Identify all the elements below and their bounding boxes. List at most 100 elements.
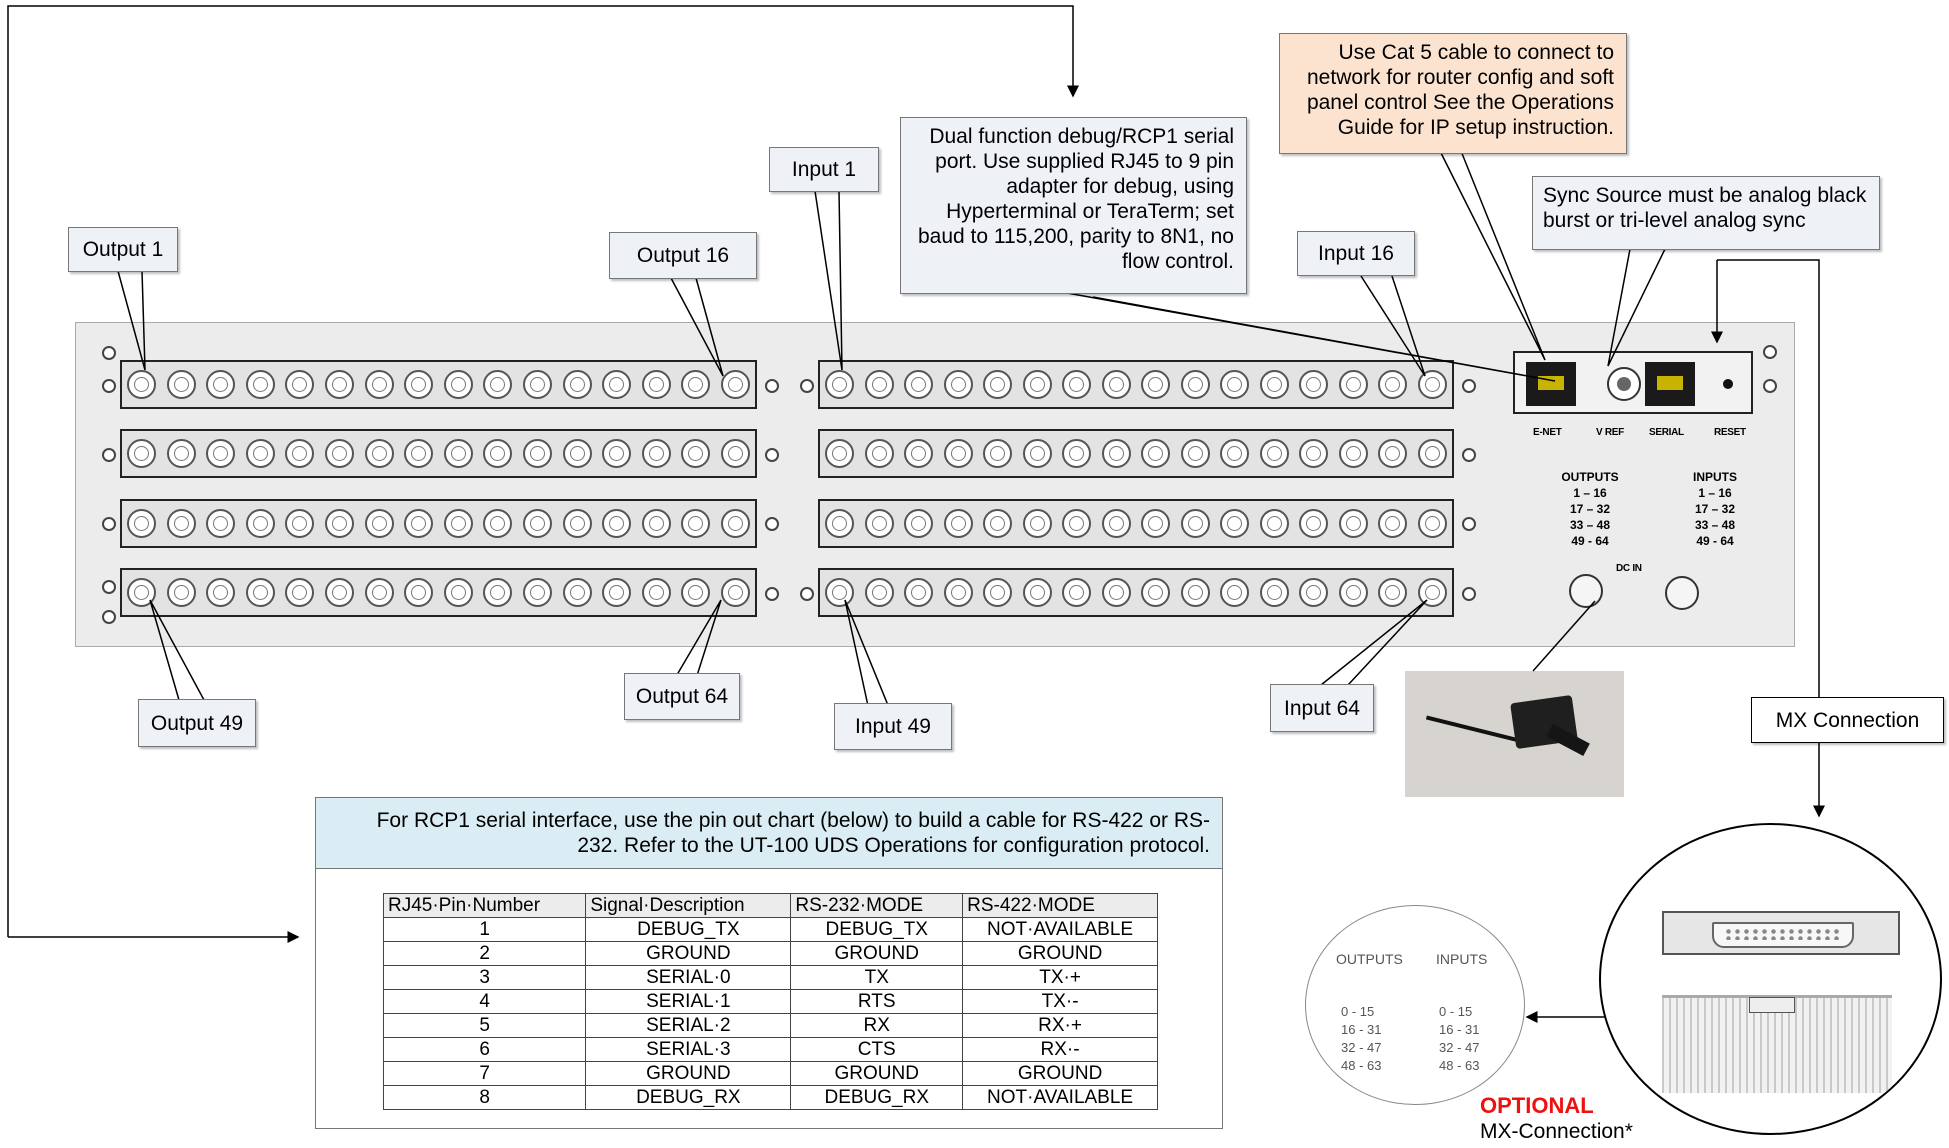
output-bnc-connector — [641, 370, 671, 399]
pinout-column-header: RS-422·MODE — [962, 893, 1158, 918]
input-bnc-connector — [1220, 439, 1250, 468]
input-bnc-connector — [1299, 370, 1329, 399]
signal-cell: DEBUG_TX — [585, 917, 792, 942]
output-bnc-connector — [404, 578, 434, 607]
output-bnc-connector — [206, 439, 236, 468]
output-bnc-connector — [364, 370, 394, 399]
optional-label: OPTIONAL — [1480, 1093, 1594, 1118]
input-bnc-connector — [825, 578, 854, 607]
input-bnc-connector — [1299, 578, 1329, 607]
ethernet-note: Use Cat 5 cable to connect to network fo… — [1279, 33, 1627, 154]
output-bnc-connector — [166, 370, 196, 399]
rs232-cell: DEBUG_RX — [790, 1085, 964, 1110]
mx-port-highlight — [1749, 997, 1795, 1013]
mx-inputs-range: 48 - 63 — [1439, 1058, 1480, 1073]
spare-round-connector — [1665, 576, 1699, 610]
debug-serial-note: Dual function debug/RCP1 serial port. Us… — [900, 117, 1247, 294]
pin-number-cell: 3 — [382, 965, 587, 990]
panel-outputs-legend: OUTPUTS 1 – 16 17 – 32 33 – 48 49 - 64 — [1550, 469, 1630, 549]
output-bnc-connector — [681, 509, 711, 538]
output-1-label: Output 1 — [68, 227, 178, 272]
output-64-label: Output 64 — [624, 673, 740, 720]
output-bnc-connector — [522, 370, 552, 399]
vref-label: V REF — [1596, 427, 1624, 438]
input-bnc-connector — [825, 370, 854, 399]
input-bnc-connector — [1378, 370, 1408, 399]
panel-inputs-header: INPUTS — [1692, 470, 1737, 484]
output-bnc-connector — [245, 578, 275, 607]
mx-inputs-range: 0 - 15 — [1439, 1004, 1473, 1019]
power-supply-photo — [1405, 671, 1624, 797]
output-bnc-connector — [602, 370, 632, 399]
signal-cell: GROUND — [585, 941, 792, 966]
output-bnc-connector — [443, 509, 473, 538]
pinout-column-header: Signal·Description — [585, 893, 792, 918]
output-bnc-connector — [285, 578, 315, 607]
db25-shell — [1712, 922, 1854, 948]
mounting-hole — [102, 580, 116, 594]
panel-outputs-range: 17 – 32 — [1569, 502, 1611, 516]
input-bnc-connector — [1259, 509, 1289, 538]
pin-number-cell: 4 — [382, 989, 587, 1014]
input-bnc-connector — [1180, 509, 1210, 538]
output-bnc-connector — [602, 509, 632, 538]
output-bnc-connector — [127, 439, 156, 468]
output-bnc-connector — [483, 578, 513, 607]
input-bnc-connector — [904, 509, 934, 538]
mx-inputs-range: 16 - 31 — [1439, 1022, 1480, 1037]
output-bnc-connector — [285, 439, 315, 468]
input-bnc-connector — [1101, 439, 1131, 468]
input-bnc-strip — [818, 568, 1454, 617]
input-bnc-connector — [1259, 370, 1289, 399]
reset-label: RESET — [1714, 427, 1746, 438]
output-bnc-connector — [324, 509, 354, 538]
input-bnc-connector — [864, 439, 894, 468]
enet-label: E-NET — [1533, 427, 1562, 438]
serial-port — [1645, 362, 1695, 406]
serial-label: SERIAL — [1649, 427, 1684, 438]
reset-button — [1723, 379, 1733, 389]
output-16-label: Output 16 — [609, 232, 757, 279]
output-bnc-connector — [562, 509, 592, 538]
output-bnc-connector — [720, 509, 750, 538]
mounting-hole — [1462, 517, 1476, 531]
pinout-header-row: RJ45·Pin·Number Signal·Description RS-23… — [382, 893, 1158, 918]
input-bnc-connector — [1259, 578, 1289, 607]
input-bnc-connector — [1062, 509, 1092, 538]
mounting-hole — [1462, 587, 1476, 601]
mounting-hole — [102, 517, 116, 531]
pin-number-cell: 6 — [382, 1037, 587, 1062]
output-bnc-connector — [522, 509, 552, 538]
mx-detail-circle — [1599, 823, 1942, 1135]
rs422-cell: GROUND — [962, 941, 1158, 966]
output-bnc-connector — [641, 439, 671, 468]
output-bnc-connector — [166, 509, 196, 538]
pin-number-cell: 7 — [382, 1061, 587, 1086]
input-bnc-connector — [1022, 509, 1052, 538]
rs232-cell: CTS — [790, 1037, 964, 1062]
panel-inputs-range: 49 - 64 — [1696, 534, 1734, 548]
output-bnc-connector — [562, 439, 592, 468]
rs422-cell: RX·+ — [962, 1013, 1158, 1038]
mx-connection-footnote: MX-Connection* — [1480, 1120, 1633, 1143]
output-bnc-connector — [720, 578, 750, 607]
vref-connector — [1607, 367, 1641, 401]
rs232-cell: RTS — [790, 989, 964, 1014]
input-bnc-connector — [983, 370, 1013, 399]
input-bnc-connector — [1378, 509, 1408, 538]
input-bnc-strip — [818, 429, 1454, 478]
input-bnc-connector — [904, 370, 934, 399]
mounting-hole — [102, 448, 116, 462]
mx-outputs-ranges: 0 - 15 16 - 31 32 - 47 48 - 63 — [1341, 1003, 1381, 1075]
input-bnc-connector — [1220, 578, 1250, 607]
output-bnc-connector — [404, 509, 434, 538]
pin-number-cell: 1 — [382, 917, 587, 942]
mx-connection-label: MX Connection — [1751, 697, 1944, 743]
input-bnc-connector — [1378, 578, 1408, 607]
mx-inputs-ranges: 0 - 15 16 - 31 32 - 47 48 - 63 — [1439, 1003, 1479, 1075]
output-49-label: Output 49 — [138, 699, 256, 747]
rs422-cell: RX·- — [962, 1037, 1158, 1062]
